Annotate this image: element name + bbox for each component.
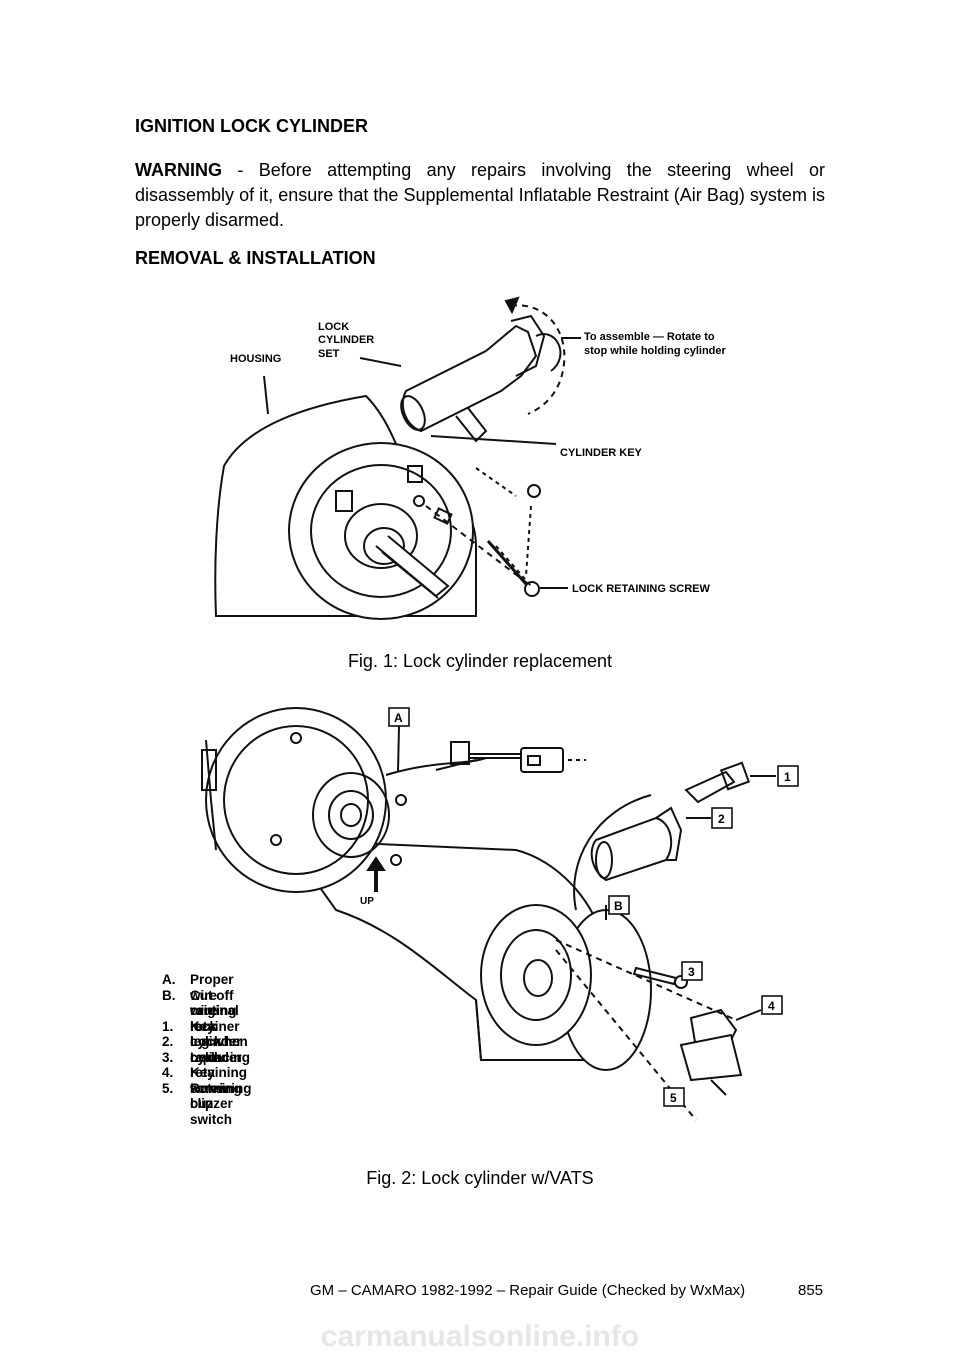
figure-1-caption: Fig. 1: Lock cylinder replacement xyxy=(347,651,613,671)
watermark: carmanualsonline.info xyxy=(320,1320,640,1353)
callout-b: B xyxy=(614,899,623,913)
section-title: IGNITION LOCK CYLINDER xyxy=(135,116,368,136)
callout-1: 1 xyxy=(784,770,791,784)
warning-label: WARNING xyxy=(135,160,222,180)
figure-lock-cylinder-vats: A 1 2 B 3 4 5 UP xyxy=(136,700,826,1158)
figure-2-caption: Fig. 2: Lock cylinder w/VATS xyxy=(366,1168,594,1188)
up-label: UP xyxy=(360,896,374,907)
callout-3: 3 xyxy=(688,965,695,979)
fig1-label-housing: HOUSING xyxy=(230,353,281,365)
fig1-label-assemble-1: To assemble — Rotate to xyxy=(584,331,715,343)
section-subtitle: REMOVAL & INSTALLATION xyxy=(135,248,376,268)
callout-2: 2 xyxy=(718,812,725,826)
fig1-label-cylinder: CYLINDER xyxy=(318,334,374,346)
fig1-label-lock: LOCK xyxy=(318,321,349,333)
callout-5: 5 xyxy=(670,1091,677,1105)
callout-a: A xyxy=(394,711,403,725)
figure-lock-cylinder-replacement: LOCK CYLINDER SET HOUSING To assemble — … xyxy=(176,296,780,642)
warning-paragraph: WARNING - Before attempting any repairs … xyxy=(135,158,825,233)
page-number: 855 xyxy=(798,1282,824,1299)
fig1-label-set: SET xyxy=(318,348,340,360)
footer-text: GM – CAMARO 1982-1992 – Repair Guide (Ch… xyxy=(310,1282,746,1299)
callout-4: 4 xyxy=(768,999,775,1013)
figure-2-drawing: A 1 2 B 3 4 5 UP xyxy=(201,707,799,1121)
fig1-label-assemble-2: stop while holding cylinder xyxy=(584,345,727,357)
warning-text: - Before attempting any repairs involvin… xyxy=(135,160,825,230)
fig1-label-retaining-screw: LOCK RETAINING SCREW xyxy=(572,583,711,595)
fig1-label-cylinder-key: CYLINDER KEY xyxy=(560,447,643,459)
figure-1-drawing: LOCK CYLINDER SET HOUSING To assemble — … xyxy=(214,296,727,620)
